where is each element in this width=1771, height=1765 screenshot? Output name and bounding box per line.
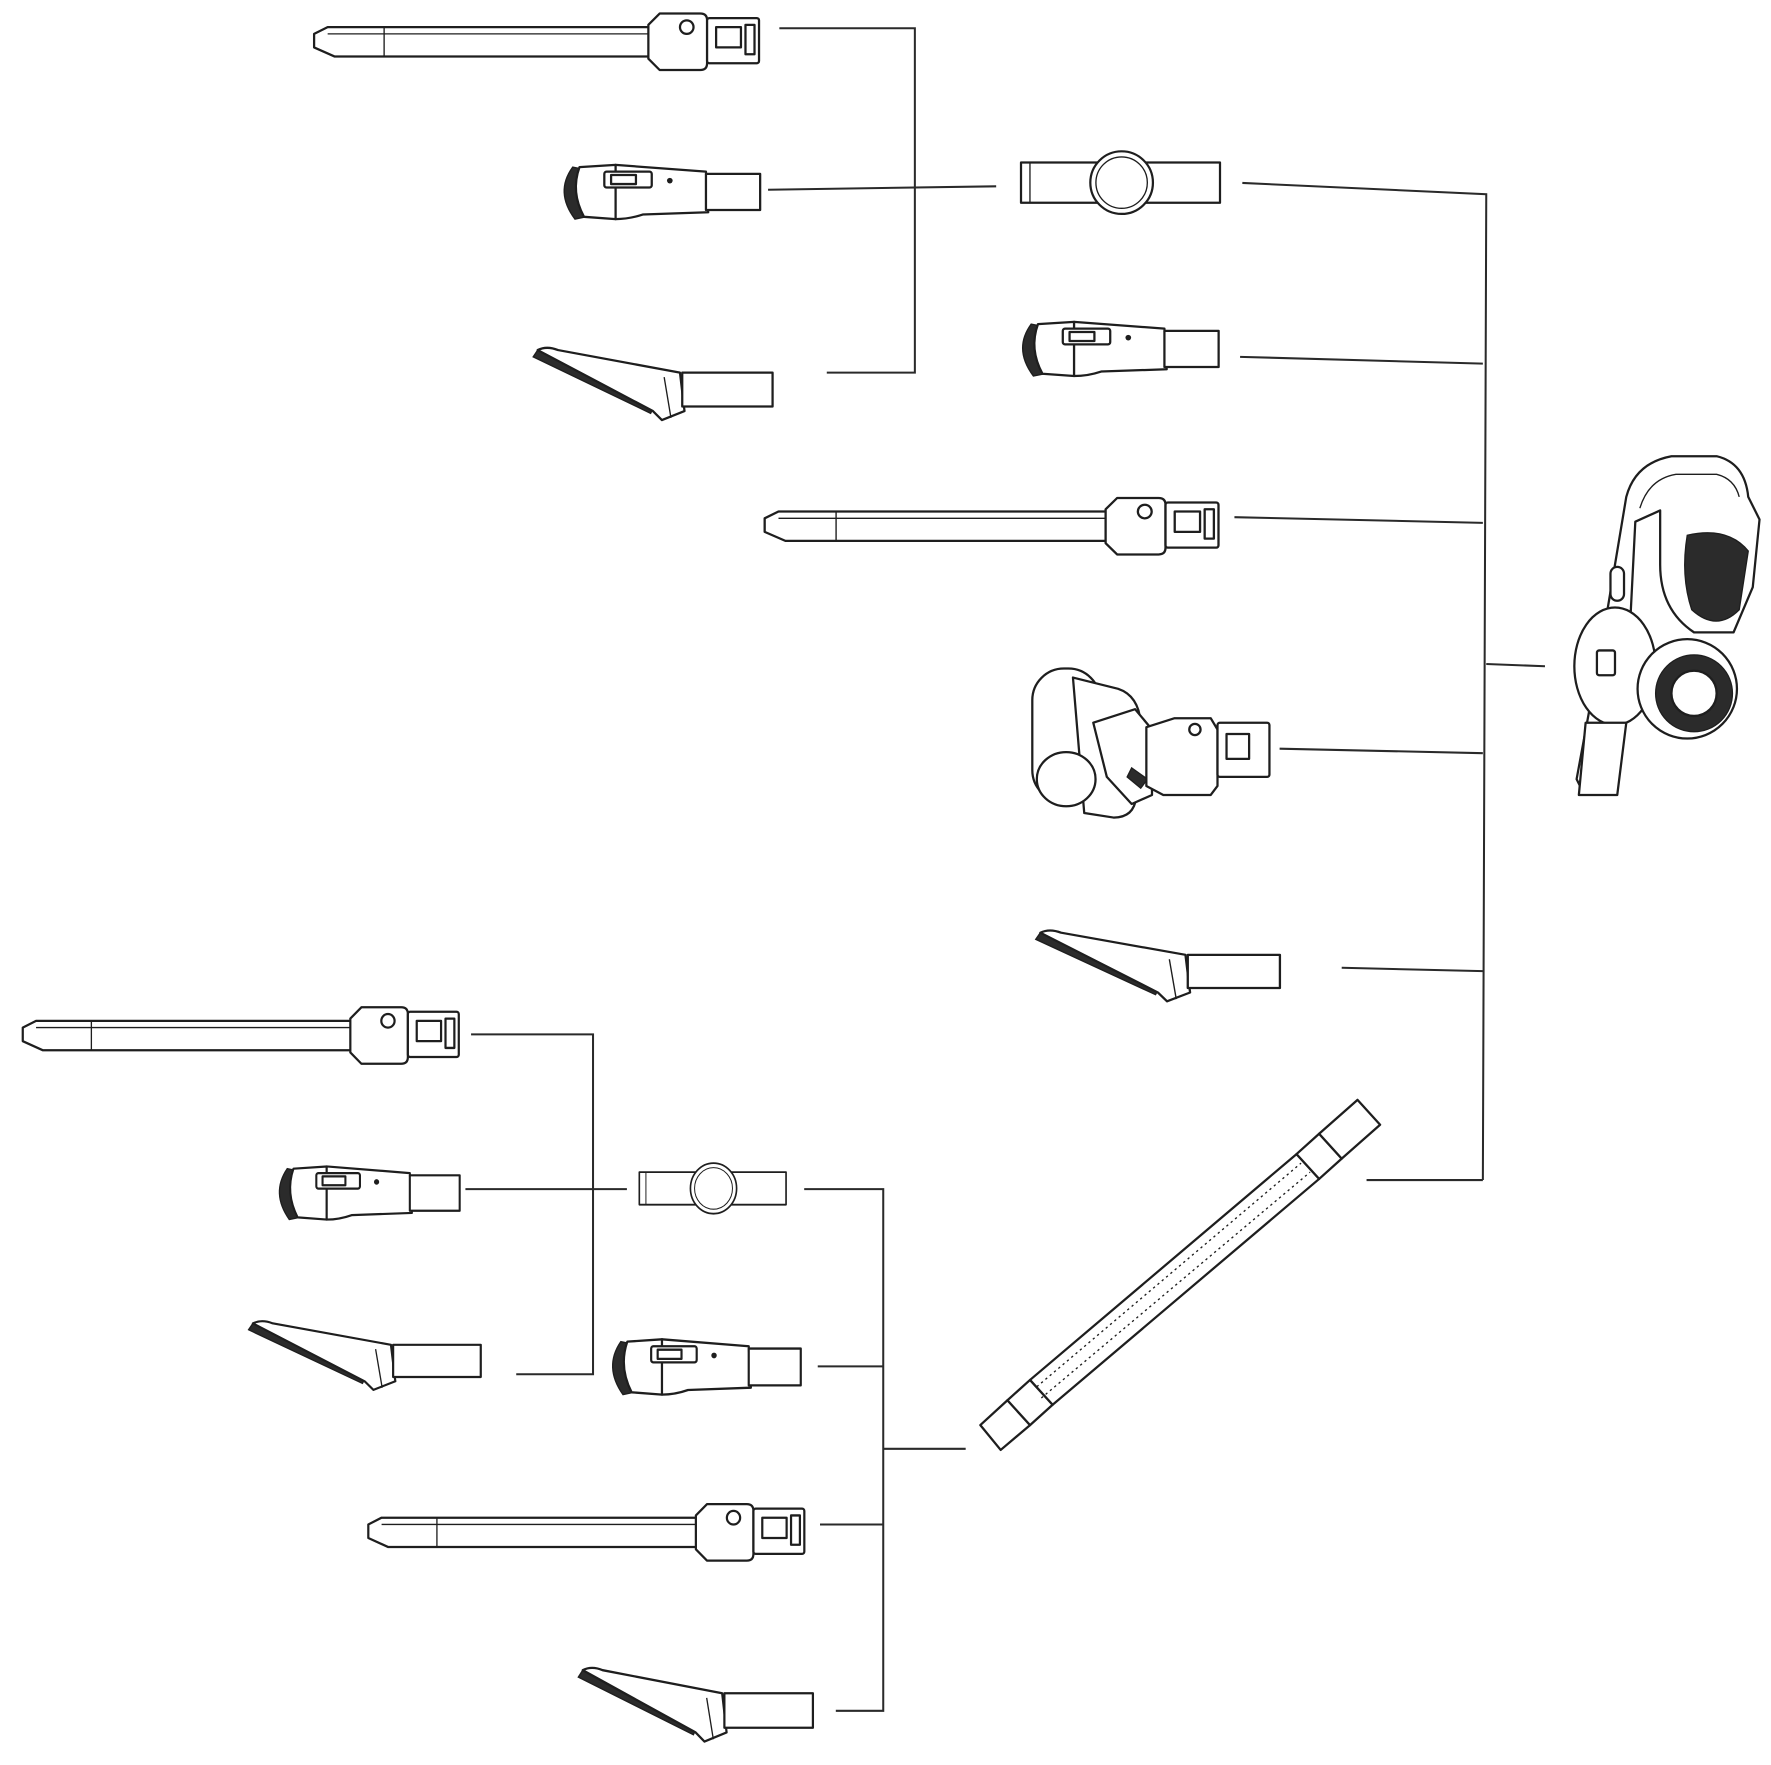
connector-lines-right-group [1234, 181, 1546, 1182]
extension-wand-top [312, 12, 761, 72]
crevice-brush-bottom-left [247, 1320, 482, 1391]
mini-brush-bottom-center [611, 1338, 802, 1396]
crevice-brush-top [532, 346, 774, 422]
connector-lines-bottom-center-group [804, 1188, 966, 1712]
handheld-vacuum-main-unit [1573, 455, 1761, 797]
mini-brush-top [563, 163, 762, 221]
crevice-brush-bottom-center [577, 1666, 815, 1743]
hose-ribs [1036, 1162, 1311, 1399]
adapter-right [1019, 150, 1222, 216]
connector-lines-top-group [768, 27, 997, 374]
flexible-hose [979, 1098, 1382, 1452]
mini-brush-bottom-left [278, 1165, 461, 1221]
extension-wand-right [763, 496, 1220, 556]
extension-wand-bottom-left [21, 1006, 460, 1065]
connector-lines-bottom-left-group [465, 1033, 627, 1376]
crevice-brush-right [1034, 929, 1282, 1003]
adapter-bottom [638, 1162, 787, 1215]
mini-brush-right [1021, 320, 1220, 378]
motorised-floor-head [1031, 667, 1271, 819]
extension-wand-bottom-center [367, 1503, 806, 1562]
